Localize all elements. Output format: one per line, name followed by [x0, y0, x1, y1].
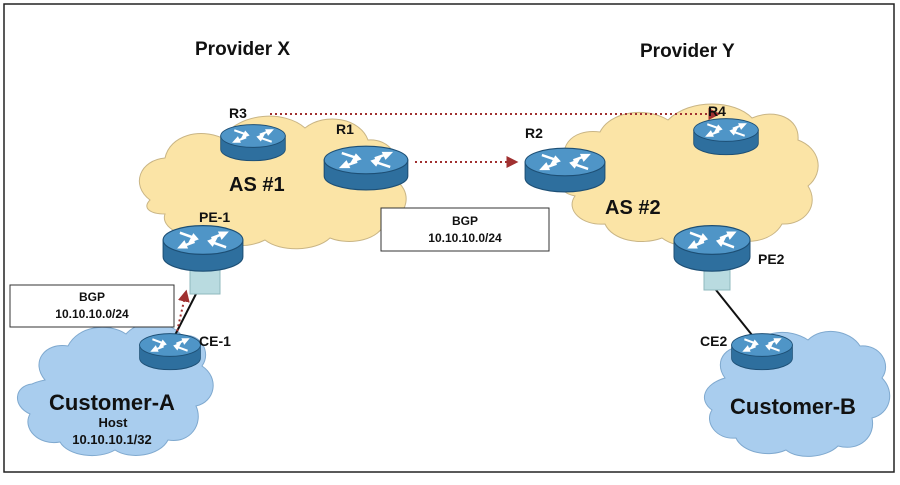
router-pe1-label: PE-1 — [199, 209, 230, 225]
router-r4-icon[interactable] — [692, 117, 760, 156]
router-r3-icon[interactable] — [219, 123, 287, 162]
router-pe1-icon[interactable] — [161, 224, 245, 273]
bgp-left-protocol: BGP — [79, 290, 105, 304]
router-ce2-icon[interactable] — [730, 332, 794, 371]
provider-x-label: Provider X — [195, 39, 290, 60]
provider-y-label: Provider Y — [640, 41, 735, 62]
customer-b-label: Customer-B — [730, 394, 856, 419]
bgp-left-prefix: 10.10.10.0/24 — [55, 307, 129, 321]
bgp-box-center — [380, 207, 550, 252]
router-ce2-label: CE2 — [700, 333, 727, 349]
host-address: 10.10.10.1/32 — [72, 432, 152, 447]
router-r1-icon[interactable] — [322, 144, 410, 192]
router-pe2-label: PE2 — [758, 251, 785, 267]
router-ce1-label: CE-1 — [199, 333, 231, 349]
router-r2-label: R2 — [525, 125, 543, 141]
customer-a-label: Customer-A — [49, 390, 175, 415]
router-r1-label: R1 — [336, 121, 354, 137]
bgp-center-prefix: 10.10.10.0/24 — [428, 231, 502, 245]
as2-label: AS #2 — [605, 197, 661, 219]
bgp-box-left — [9, 284, 175, 328]
router-ce1-icon[interactable] — [138, 332, 202, 371]
bgp-center-protocol: BGP — [452, 214, 478, 228]
host-label: Host — [99, 415, 129, 430]
router-pe2-icon[interactable] — [672, 224, 752, 273]
router-r2-icon[interactable] — [523, 146, 607, 194]
router-r4-label: R4 — [708, 103, 726, 119]
router-r3-label: R3 — [229, 105, 247, 121]
as1-label: AS #1 — [229, 174, 285, 196]
link-pe2-ce2 — [715, 289, 753, 336]
